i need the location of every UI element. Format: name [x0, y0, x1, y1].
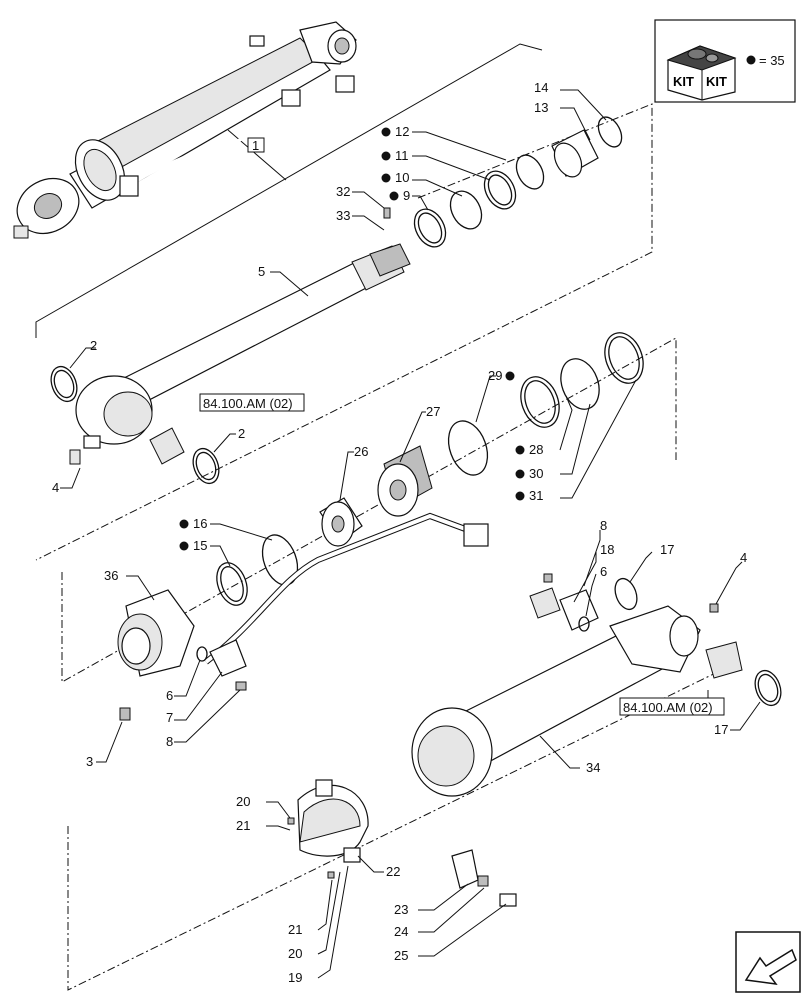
bullet-15 — [179, 541, 189, 551]
callout-8-right: 8 — [600, 518, 607, 533]
callout-26: 26 — [354, 444, 368, 459]
callout-28: 28 — [529, 442, 543, 457]
kit-equals-text: = 35 — [759, 53, 785, 68]
callout-30: 30 — [529, 466, 543, 481]
callout-20-lower: 20 — [288, 946, 302, 961]
callout-6-left: 6 — [166, 688, 173, 703]
reference-box-upper[interactable]: 84.100.AM (02) — [199, 393, 305, 412]
callout-5: 5 — [258, 264, 265, 279]
kit-bullet-icon — [746, 55, 756, 65]
callout-23: 23 — [394, 902, 408, 917]
callout-2-upper: 2 — [90, 338, 97, 353]
callout-17-upper: 17 — [660, 542, 674, 557]
callout-12: 12 — [395, 124, 409, 139]
bullet-28 — [515, 445, 525, 455]
callout-16: 16 — [193, 516, 207, 531]
callout-31: 31 — [529, 488, 543, 503]
callout-3: 3 — [86, 754, 93, 769]
bullet-16 — [179, 519, 189, 529]
callout-21-lower: 21 — [288, 922, 302, 937]
group-frames — [35, 43, 739, 991]
kit-legend: KIT KIT = 35 — [654, 19, 796, 103]
callout-17-lower: 17 — [714, 722, 728, 737]
callout-2-lower: 2 — [238, 426, 245, 441]
bullet-31 — [515, 491, 525, 501]
reference-upper-text[interactable]: 84.100.AM (02) — [203, 396, 293, 411]
bullet-10 — [381, 173, 391, 183]
bullet-29 — [505, 371, 515, 381]
bullet-30 — [515, 469, 525, 479]
piston-rod — [69, 243, 411, 465]
kit-word-left: KIT — [673, 74, 694, 89]
boxed-item-1: 1 — [252, 138, 259, 153]
reference-lower-text[interactable]: 84.100.AM (02) — [623, 700, 713, 715]
callout-13: 13 — [534, 100, 548, 115]
reference-box-lower[interactable]: 84.100.AM (02) — [619, 697, 725, 716]
callout-21-upper: 21 — [236, 818, 250, 833]
kit-box-icon: KIT KIT — [666, 45, 737, 101]
bullet-12 — [381, 127, 391, 137]
assembled-cylinder: 1 — [13, 21, 357, 239]
bullet-9 — [389, 191, 399, 201]
piston-assembly — [216, 332, 644, 606]
callout-33: 33 — [336, 208, 350, 223]
callout-14: 14 — [534, 80, 548, 95]
callout-10: 10 — [395, 170, 409, 185]
pipe-clamp — [287, 779, 517, 907]
callout-32: 32 — [336, 184, 350, 199]
callout-18: 18 — [600, 542, 614, 557]
cylinder-barrel — [411, 573, 782, 797]
callout-4-left: 4 — [52, 480, 59, 495]
rod-eye-parts — [50, 365, 220, 485]
callout-24: 24 — [394, 924, 408, 939]
callout-7: 7 — [166, 710, 173, 725]
navigation-arrow-icon[interactable] — [735, 931, 801, 993]
callout-9: 9 — [403, 188, 410, 203]
callout-4-right: 4 — [740, 550, 747, 565]
callout-27: 27 — [426, 404, 440, 419]
callout-11: 11 — [395, 148, 409, 163]
callout-15: 15 — [193, 538, 207, 553]
callout-20-upper: 20 — [236, 794, 250, 809]
bullet-11 — [381, 151, 391, 161]
callout-labels: 14 13 12 11 10 9 32 33 5 2 2 4 29 27 26 … — [52, 80, 747, 985]
callout-8-left: 8 — [166, 734, 173, 749]
callout-36: 36 — [104, 568, 118, 583]
callout-29: 29 — [488, 368, 502, 383]
cylinder-head — [117, 512, 489, 721]
rod-seal-stack — [383, 116, 623, 248]
callout-25: 25 — [394, 948, 408, 963]
leader-lines — [60, 89, 761, 979]
kit-word-right: KIT — [706, 74, 727, 89]
callout-6-right: 6 — [600, 564, 607, 579]
callout-22: 22 — [386, 864, 400, 879]
callout-19: 19 — [288, 970, 302, 985]
callout-34: 34 — [586, 760, 600, 775]
kit-bullets — [179, 127, 525, 551]
